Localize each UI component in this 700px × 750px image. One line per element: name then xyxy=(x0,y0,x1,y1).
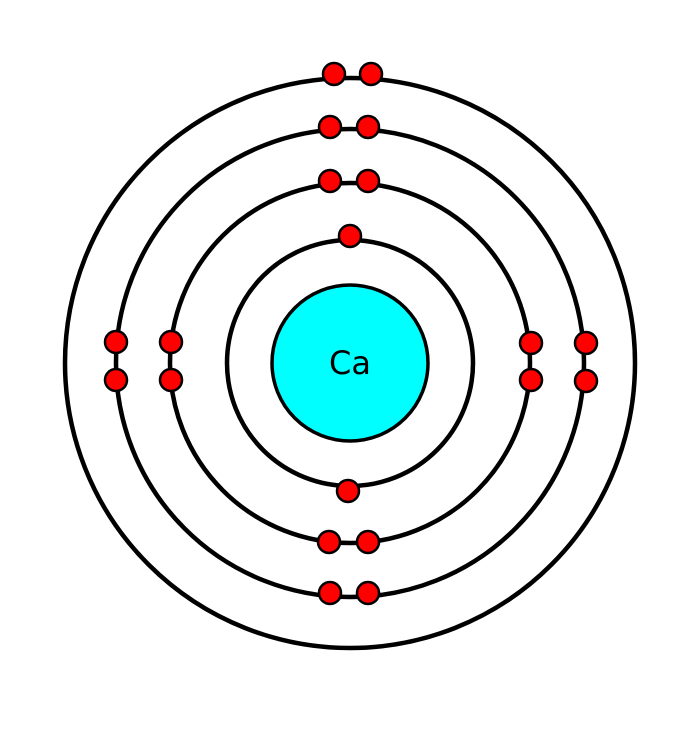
electron-shell2-top-left xyxy=(317,168,343,194)
shell-4 xyxy=(62,75,638,651)
electron-shell3-right-lower xyxy=(573,368,599,394)
electron-shell3-bottom-left xyxy=(317,580,343,606)
electron-shell2-right-lower xyxy=(518,367,544,393)
electron-shell3-top-left xyxy=(317,114,343,140)
electron-shell1-bottom xyxy=(335,478,361,504)
nucleus xyxy=(270,283,430,443)
electron-shell3-right-upper xyxy=(573,330,599,356)
electron-shell3-left-upper xyxy=(103,329,129,355)
electron-shell2-left-lower xyxy=(158,367,184,393)
electron-shell4-top-left xyxy=(321,61,347,87)
electron-shell3-top-right xyxy=(355,114,381,140)
electron-shell3-left-lower xyxy=(103,367,129,393)
nucleus-group: Ca xyxy=(270,283,430,443)
electron-shell4-top-right xyxy=(358,61,384,87)
electron-shell2-top-right xyxy=(355,168,381,194)
element-symbol: Ca xyxy=(329,344,371,382)
electron-shell2-bottom-left xyxy=(316,529,342,555)
electron-shell2-left-upper xyxy=(158,329,184,355)
shell-2 xyxy=(167,180,533,546)
electron-shell1-top xyxy=(337,223,363,249)
electron-shell2-bottom-right xyxy=(355,529,381,555)
electrons xyxy=(103,61,599,606)
electron-shell3-bottom-right xyxy=(355,580,381,606)
electron-shell2-right-upper xyxy=(518,330,544,356)
shell-3 xyxy=(113,126,587,600)
